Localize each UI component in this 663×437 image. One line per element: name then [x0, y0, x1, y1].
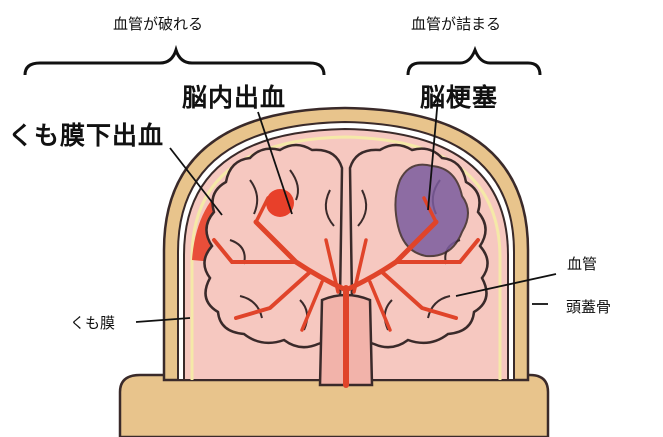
subarachnoid-hemorrhage-label: くも膜下出血: [8, 116, 164, 152]
intracerebral-hemorrhage-spot: [266, 189, 294, 217]
intracerebral-hemorrhage-label: 脳内出血: [182, 78, 286, 114]
rupture-bracket: [25, 50, 324, 75]
blockage-group-label: 血管が詰まる: [411, 13, 501, 34]
rupture-group-label: 血管が破れる: [113, 13, 203, 34]
cerebral-infarction-label: 脳梗塞: [420, 78, 498, 114]
skull-label: 頭蓋骨: [566, 296, 611, 317]
arachnoid-label: くも膜: [70, 312, 115, 333]
blockage-bracket: [408, 50, 540, 75]
blood-vessel-label: 血管: [567, 253, 597, 274]
